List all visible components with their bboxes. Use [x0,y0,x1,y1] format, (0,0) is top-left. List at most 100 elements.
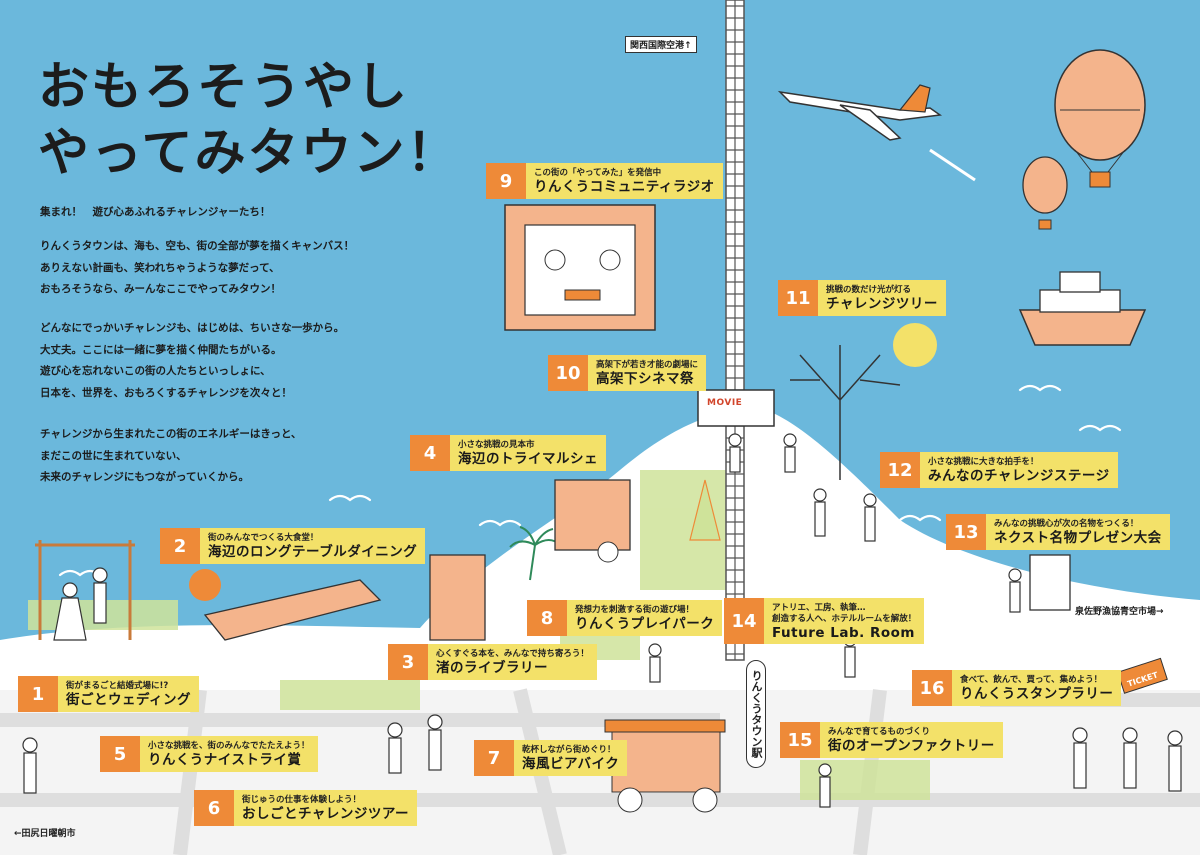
spot-text: みんなの挑戦心が次の名物をつくる！ ネクスト名物プレゼン大会 [986,514,1170,550]
spot-name: 海辺のロングテーブルダイニング [208,544,418,560]
spot-label-16[interactable]: 16 食べて、飲んで、買って、集めよう！ りんくうスタンプラリー [912,670,1122,706]
spot-subtitle: 挑戦の数だけ光が灯る [826,285,912,295]
spot-label-4[interactable]: 4 小さな挑戦の見本市 海辺のトライマルシェ [410,435,606,471]
intro-paragraph-1: りんくうタウンは、海も、空も、街の全部が夢を描くキャンバス！ ありえない計画も、… [40,236,420,301]
spot-subtitle: 小さな挑戦に大きな拍手を！ [928,457,1039,467]
spot-label-6[interactable]: 6 街じゅうの仕事を体験しよう！ おしごとチャレンジツアー [194,790,418,826]
station-sign: りんくうタウン駅 [746,660,766,768]
spot-text: 街のみんなでつくる大食堂！ 海辺のロングテーブルダイニング [200,528,426,564]
spot-name: チャレンジツリー [826,296,938,312]
moon [893,323,937,367]
intro-line: りんくうタウンは、海も、空も、街の全部が夢を描くキャンバス！ [40,240,355,252]
spot-text: みんなで育てるものづくり 街のオープンファクトリー [820,722,1003,758]
spot-text: 心くすぐる本を、みんなで持ち寄ろう！ 渚のライブラリー [428,644,597,680]
spot-label-2[interactable]: 2 街のみんなでつくる大食堂！ 海辺のロングテーブルダイニング [160,528,426,564]
spot-text: 小さな挑戦に大きな拍手を！ みんなのチャレンジステージ [920,452,1118,488]
hot-air-balloon-small [1022,156,1068,230]
spot-name: みんなのチャレンジステージ [928,468,1110,484]
spot-subtitle: 街じゅうの仕事を体験しよう！ [242,795,362,805]
spot-number: 2 [160,528,200,564]
fishmarket-direction-tag: 泉佐野漁協青空市場→ [1075,607,1164,617]
spot-text: 小さな挑戦を、街のみんなでたたえよう！ りんくうナイストライ賞 [140,736,318,772]
spot-number: 8 [527,600,567,636]
spot-text: この街の「やってみた」を発信中 りんくうコミュニティラジオ [526,163,723,199]
title-line-2: やってみタウン！ [38,124,460,183]
wedding-arch [35,540,135,640]
spot-number: 9 [486,163,526,199]
spot-text: 挑戦の数だけ光が灯る チャレンジツリー [818,280,946,316]
spot-label-8[interactable]: 8 発想力を刺激する街の遊び場！ りんくうプレイパーク [527,600,723,636]
title-line-1: おもろそうやし [38,58,410,117]
long-table [203,579,382,641]
spot-text: 発想力を刺激する街の遊び場！ りんくうプレイパーク [567,600,723,636]
intro-line: まだこの世に生まれていない、 [40,449,187,462]
spot-subtitle: 食べて、飲んで、買って、集めよう！ [960,675,1103,685]
spot-subtitle: 心くすぐる本を、みんなで持ち寄ろう！ [436,649,589,659]
airplane-illustration [777,84,976,182]
spot-subtitle: みんなの挑戦心が次の名物をつくる！ [994,519,1139,529]
spot-name: りんくうナイストライ賞 [148,752,302,768]
spot-name: 街のオープンファクトリー [828,738,995,754]
spot-subtitle: 発想力を刺激する街の遊び場！ [575,605,695,615]
beer-bike [604,719,726,813]
spot-text: 街がまるごと結婚式場に!? 街ごとウェディング [58,676,200,712]
intro-line: 未来のチャレンジにもつながっていくから。 [40,471,249,483]
spot-subtitle: 乾杯しながら街めぐり！ [522,745,616,755]
people-figures [22,433,1183,808]
spot-label-12[interactable]: 12 小さな挑戦に大きな拍手を！ みんなのチャレンジステージ [880,452,1118,488]
intro-line: チャレンジから生まれたこの街のエネルギーはきっと、 [40,428,302,440]
sun-icon [189,569,221,601]
spot-subtitle: この街の「やってみた」を発信中 [534,168,662,178]
spot-name: 渚のライブラリー [436,660,548,676]
page-title: おもろそうやし やってみタウン！ [38,55,459,187]
sunday-market-direction-tag: ←田尻日曜朝市 [14,829,76,839]
spot-label-5[interactable]: 5 小さな挑戦を、街のみんなでたたえよう！ りんくうナイストライ賞 [100,736,318,772]
movie-sign-text: MOVIE [707,398,743,408]
intro-line: 大丈夫。ここには一緒に夢を描く仲間たちがいる。 [40,343,282,356]
intro-line: おもろそうなら、みーんなここでやってみタウン！ [40,283,281,295]
spot-number: 1 [18,676,58,712]
intro-line: 遊び心を忘れないこの街の人たちといっしょに、 [40,365,271,377]
spot-name: 街ごとウェディング [66,692,192,708]
spot-label-13[interactable]: 13 みんなの挑戦心が次の名物をつくる！ ネクスト名物プレゼン大会 [946,514,1170,550]
spot-label-14[interactable]: 14 アトリエ、工房、執筆… 創造する人へ、ホテルルームを解放！ Future … [724,598,925,644]
spot-text: 乾杯しながら街めぐり！ 海風ビアバイク [514,740,628,776]
intro-line: ありえない計画も、笑われちゃうような夢だって、 [40,261,280,274]
spot-number: 6 [194,790,234,826]
palm-tree [509,526,561,581]
spot-text: 食べて、飲んで、買って、集めよう！ りんくうスタンプラリー [952,670,1122,706]
spot-subtitle: みんなで育てるものづくり [828,727,931,737]
spot-number: 11 [778,280,818,316]
spot-label-3[interactable]: 3 心くすぐる本を、みんなで持ち寄ろう！ 渚のライブラリー [388,644,597,680]
presentation-board [1029,554,1071,611]
spot-number: 4 [410,435,450,471]
spot-number: 3 [388,644,428,680]
challenge-tree [790,345,901,480]
book-shelf [429,554,486,641]
spot-text: 高架下が若き才能の劇場に 高架下シネマ祭 [588,355,707,391]
spot-label-9[interactable]: 9 この街の「やってみた」を発信中 りんくうコミュニティラジオ [486,163,723,199]
spot-number: 13 [946,514,986,550]
spot-number: 7 [474,740,514,776]
spot-subtitle: 街のみんなでつくる大食堂！ [208,533,319,543]
spot-label-10[interactable]: 10 高架下が若き才能の劇場に 高架下シネマ祭 [548,355,707,391]
intro-line: 日本を、世界を、おもろくするチャレンジを次々と！ [40,386,292,399]
spot-label-7[interactable]: 7 乾杯しながら街めぐり！ 海風ビアバイク [474,740,628,776]
movie-screen [697,389,775,427]
airport-direction-tag: 関西国際空港↑ [625,36,697,53]
spot-subtitle: 小さな挑戦の見本市 [458,440,535,450]
spot-name: 海風ビアバイク [522,756,620,772]
spot-label-1[interactable]: 1 街がまるごと結婚式場に!? 街ごとウェディング [18,676,200,712]
spot-text: 小さな挑戦の見本市 海辺のトライマルシェ [450,435,606,471]
spot-number: 10 [548,355,588,391]
spot-number: 15 [780,722,820,758]
spot-subtitle: 小さな挑戦を、街のみんなでたたえよう！ [148,741,310,751]
spot-name: Future Lab. Room [772,624,915,641]
radio-booth-illustration [504,204,656,331]
spot-label-15[interactable]: 15 みんなで育てるものづくり 街のオープンファクトリー [780,722,1003,758]
hot-air-balloon-large [1054,49,1146,188]
spot-label-11[interactable]: 11 挑戦の数だけ光が灯る チャレンジツリー [778,280,946,316]
spot-number: 12 [880,452,920,488]
spot-name: 高架下シネマ祭 [596,371,694,387]
spot-subtitle: アトリエ、工房、執筆… [772,602,866,613]
